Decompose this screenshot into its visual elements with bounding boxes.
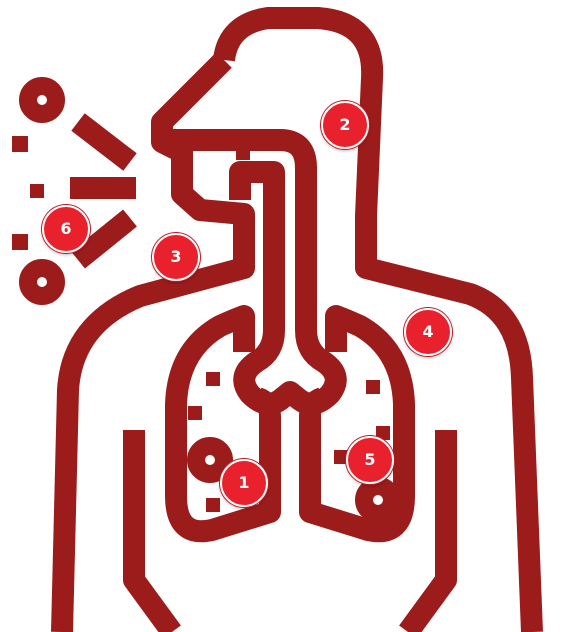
marker-badge-4[interactable]: 4 [404,308,452,356]
particle [366,380,380,394]
particle [188,406,202,420]
particle [12,234,28,250]
particle [266,166,280,180]
particle [206,498,220,512]
marker-badge-3[interactable]: 3 [152,233,200,281]
particle-ring [364,486,392,514]
marker-badge-2[interactable]: 2 [321,101,369,149]
droplet-ring [28,86,56,114]
marker-badge-5[interactable]: 5 [346,436,394,484]
particle [12,136,28,152]
particle [266,226,280,240]
breath-line [78,122,130,162]
particle [266,264,280,278]
particle-ring [196,446,224,474]
droplet-ring [28,268,56,296]
particle [236,146,250,160]
marker-badge-1[interactable]: 1 [220,459,268,507]
marker-badge-6[interactable]: 6 [42,205,90,253]
particle [30,184,44,198]
particle [206,372,220,386]
